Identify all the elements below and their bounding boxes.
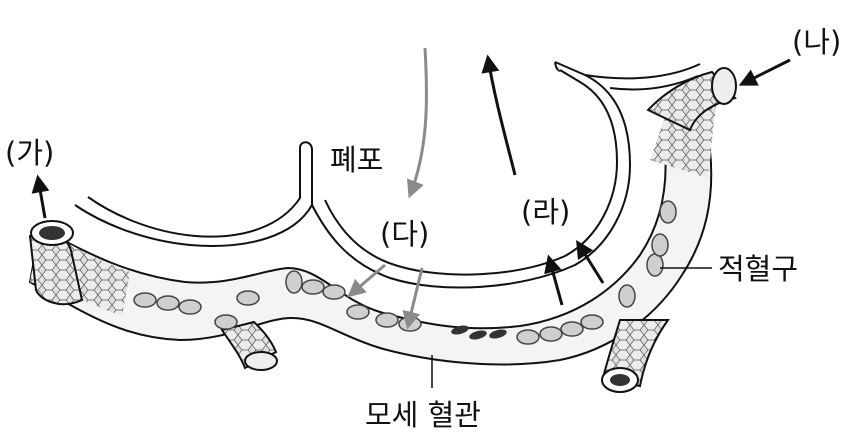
upper-right-vessel-end [646,67,737,132]
label-da: (다) [380,217,429,251]
lower-left-branch [220,320,278,371]
arrow-ra-2 [576,239,605,284]
arrow-da-1 [347,263,386,298]
arrows [31,47,791,330]
alveolus [74,61,701,289]
left-vessel-end [28,220,84,306]
arrow-da-2 [402,267,424,330]
label-capillary: 모세 혈관 [365,398,481,432]
label-rbc: 적혈구 [718,252,798,286]
label-ra: (라) [521,195,570,229]
label-alveolus: 폐포 [330,143,383,177]
arrow-air-in [406,47,428,199]
arrow-ra-1 [544,254,564,306]
label-ga: (가) [5,136,54,170]
arrow-air-out [481,54,517,176]
capillary-vessel [28,88,720,366]
arrow-ga [31,174,50,219]
lower-right-branch [601,319,670,393]
arrow-na [738,58,791,86]
particles [451,325,507,340]
pointer-lines [431,267,712,388]
label-na: (나) [792,25,841,59]
